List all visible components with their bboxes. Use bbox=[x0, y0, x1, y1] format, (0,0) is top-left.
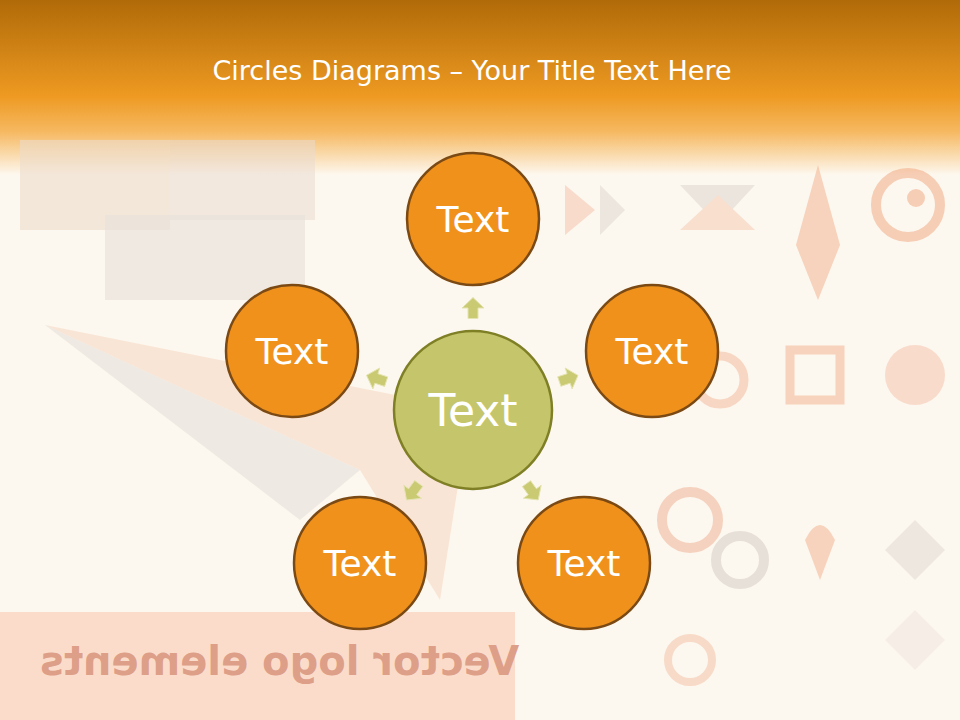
block-arrow bbox=[404, 481, 423, 501]
block-arrow bbox=[367, 368, 388, 389]
outer-circle: Text bbox=[224, 283, 360, 419]
outer-circle: Text bbox=[405, 151, 541, 287]
outer-circle: Text bbox=[584, 283, 720, 419]
circle-label: Text bbox=[256, 331, 329, 372]
center-circle: Text bbox=[392, 329, 554, 491]
circle-label: Text bbox=[324, 543, 397, 584]
slide-title: Circles Diagrams – Your Title Text Here bbox=[0, 55, 944, 86]
outer-circle: Text bbox=[292, 495, 428, 631]
circle-label: Text bbox=[437, 199, 510, 240]
circle-label: Text bbox=[616, 331, 689, 372]
block-arrow bbox=[522, 481, 541, 500]
block-arrow bbox=[558, 368, 578, 389]
watermark-text: Vector logo elements bbox=[40, 638, 519, 684]
outer-circle: Text bbox=[516, 495, 652, 631]
circle-label: Text bbox=[429, 385, 518, 436]
circle-label: Text bbox=[548, 543, 621, 584]
block-arrow bbox=[462, 298, 484, 319]
